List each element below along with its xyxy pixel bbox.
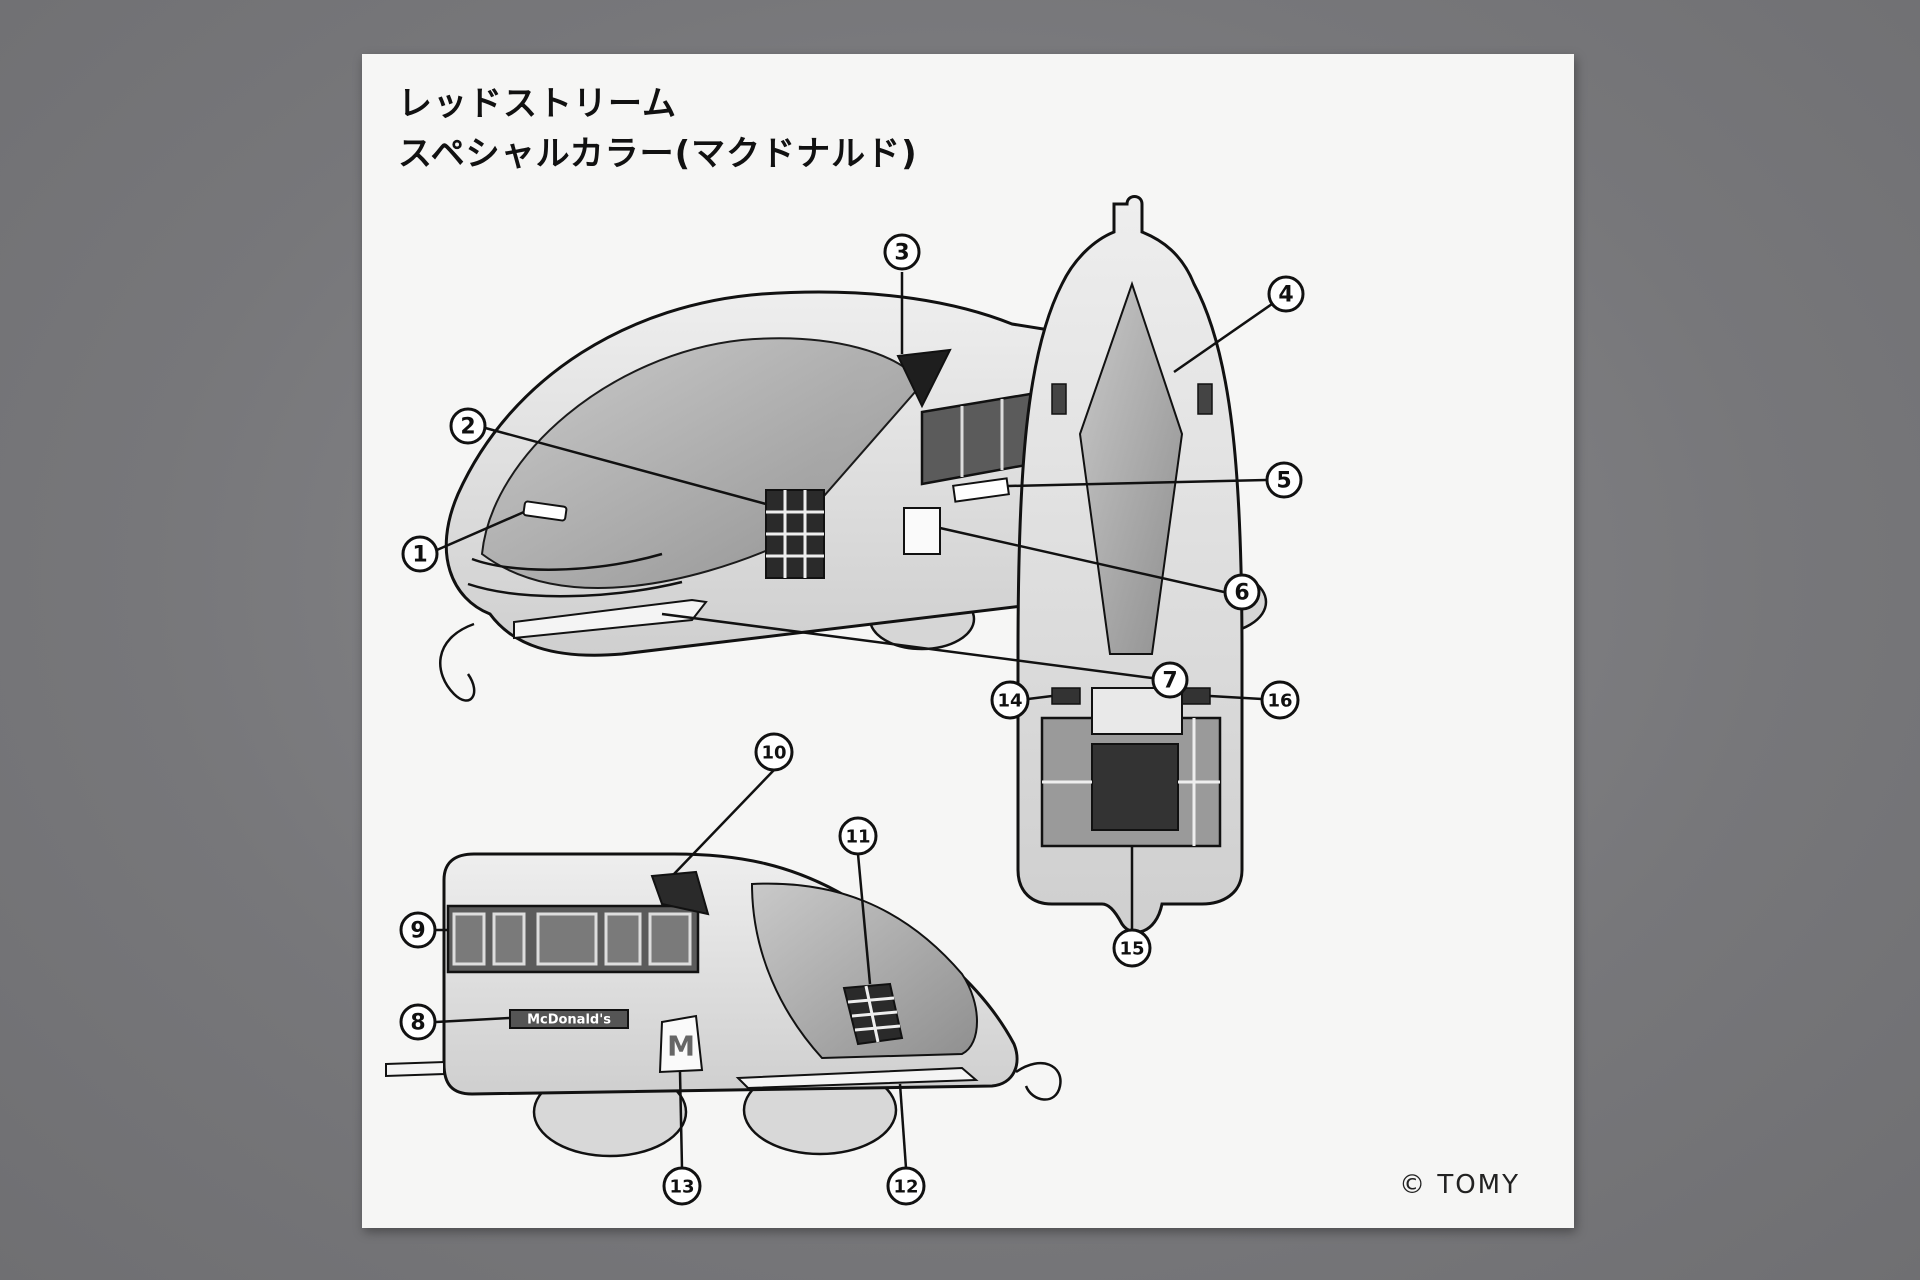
copyright-notice: © TOMY (1399, 1170, 1520, 1200)
m-logo-panel (658, 1014, 704, 1074)
instruction-sheet: レッドストリーム スペシャルカラー(マクドナルド) (362, 54, 1574, 1228)
svg-text:9: 9 (410, 919, 425, 944)
svg-text:6: 6 (1234, 581, 1249, 606)
svg-text:12: 12 (893, 1177, 918, 1198)
front-line (467, 580, 683, 598)
front-line (471, 552, 663, 571)
svg-text:3: 3 (894, 241, 909, 266)
svg-text:14: 14 (997, 691, 1022, 712)
svg-text:11: 11 (845, 827, 870, 848)
callout-12: 12 (886, 1166, 926, 1206)
train-side-icon: McDonald's M (385, 852, 1062, 1158)
svg-text:7: 7 (1162, 669, 1177, 694)
lower-stripe (735, 1066, 979, 1090)
m-logo-mark: M (667, 1030, 695, 1063)
headlight (522, 500, 568, 522)
logo-square (903, 507, 941, 555)
callout-4: 4 (1267, 275, 1305, 313)
svg-text:4: 4 (1278, 283, 1293, 308)
callout-13: 13 (662, 1166, 702, 1206)
callout-8: 8 (399, 1003, 437, 1041)
svg-text:8: 8 (410, 1011, 425, 1036)
coupler-hook (439, 622, 476, 702)
svg-text:10: 10 (761, 743, 786, 764)
callout-3: 3 (883, 233, 921, 271)
grid-window (765, 489, 825, 579)
callout-9: 9 (399, 911, 437, 949)
train-top-view-icon (1016, 195, 1244, 934)
svg-text:5: 5 (1276, 469, 1291, 494)
callout-14: 14 (990, 680, 1030, 720)
side-panel (952, 477, 1010, 503)
title-line-1: レッドストリーム (398, 84, 677, 124)
side-roof-window (650, 870, 710, 916)
coupler-hook (1015, 1061, 1062, 1101)
top-windscreen (1078, 280, 1184, 655)
roof-window (896, 348, 952, 409)
side-grid-window (842, 982, 904, 1046)
side-canopy (750, 882, 978, 1060)
callout-5: 5 (1265, 461, 1303, 499)
rear-light-right (1181, 687, 1211, 705)
callout-11: 11 (838, 816, 878, 856)
callout-15: 15 (1112, 928, 1152, 968)
svg-text:16: 16 (1267, 691, 1292, 712)
callout-6: 6 (1223, 573, 1261, 611)
callout-2: 2 (449, 407, 487, 445)
callout-7: 7 (1151, 661, 1189, 699)
mcdonalds-sticker-text: McDonald's (527, 1013, 611, 1028)
svg-text:13: 13 (669, 1177, 694, 1198)
title-line-2: スペシャルカラー(マクドナルド) (398, 134, 918, 174)
callout-16: 16 (1260, 680, 1300, 720)
rear-light-left (1051, 687, 1081, 705)
svg-text:15: 15 (1119, 939, 1144, 960)
callout-10: 10 (754, 732, 794, 772)
svg-text:2: 2 (460, 415, 475, 440)
leader-lines (429, 272, 1273, 1169)
side-stripe (513, 598, 708, 640)
sticker-diagram: McDonald's M (385, 195, 1305, 1206)
svg-text:1: 1 (412, 543, 427, 568)
canopy (480, 337, 924, 589)
callout-1: 1 (401, 535, 439, 573)
